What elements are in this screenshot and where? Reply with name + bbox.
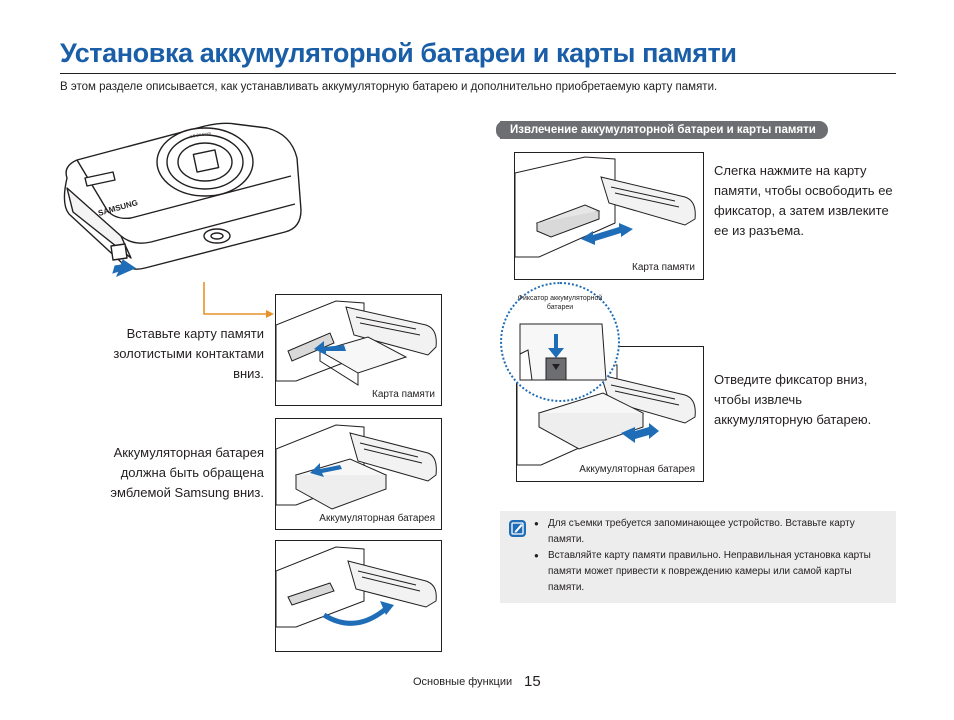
latch-magnifier: Фиксатор аккумуляторной батареи xyxy=(500,282,620,402)
insert-card-arrow-icon xyxy=(314,341,346,355)
remove-battery-instruction: Отведите фиксатор вниз, чтобы извлечь ак… xyxy=(714,372,872,427)
insert-card-caption: Карта памяти xyxy=(372,389,435,400)
remove-card-instruction: Слегка нажмите на карту памяти, чтобы ос… xyxy=(714,163,893,238)
insert-battery-caption: Аккумуляторная батарея xyxy=(319,513,435,524)
note-box: Для съемки требуется запоминающее устрой… xyxy=(500,511,896,603)
guide-arrow-icon xyxy=(203,282,274,318)
page-number: 15 xyxy=(524,673,541,690)
note-item: Для съемки требуется запоминающее устрой… xyxy=(534,516,890,548)
insert-battery-panel: Аккумуляторная батарея xyxy=(275,418,442,530)
remove-battery-arrow-icon xyxy=(621,423,659,443)
remove-section-heading: Извлечение аккумуляторной батареи и карт… xyxy=(496,121,828,139)
page-title: Установка аккумуляторной батареи и карты… xyxy=(60,38,737,68)
insert-card-panel: Карта памяти xyxy=(275,294,442,406)
close-cover-panel xyxy=(275,540,442,652)
remove-battery-caption: Аккумуляторная батарея xyxy=(579,464,695,475)
footer-section: Основные функции xyxy=(413,676,513,688)
insert-battery-instruction: Аккумуляторная батарея должна быть обращ… xyxy=(110,445,264,500)
insert-battery-arrow-icon xyxy=(310,463,342,477)
latch-down-arrow-icon xyxy=(548,334,564,358)
latch-label: Фиксатор аккумуляторной батареи xyxy=(517,295,603,311)
remove-card-arrow-icon xyxy=(581,223,633,245)
note-list: Для съемки требуется запоминающее устрой… xyxy=(534,516,890,596)
intro-text: В этом разделе описывается, как устанавл… xyxy=(60,81,718,93)
camera-illustration: SAMSUNG 4.9-24.5mm xyxy=(63,122,302,277)
remove-card-panel: Карта памяти xyxy=(514,152,704,280)
title-rule xyxy=(60,73,896,74)
close-cover-arrow-icon xyxy=(322,605,390,626)
remove-card-caption: Карта памяти xyxy=(632,262,695,273)
camera-lens-text: 4.9-24.5mm xyxy=(189,130,212,139)
open-cover-arrow-icon xyxy=(112,259,137,277)
note-item: Вставляйте карту памяти правильно. Непра… xyxy=(534,548,890,596)
insert-card-instruction: Вставьте карту памяти золотистыми контак… xyxy=(113,326,264,381)
note-pencil-icon xyxy=(509,520,526,537)
